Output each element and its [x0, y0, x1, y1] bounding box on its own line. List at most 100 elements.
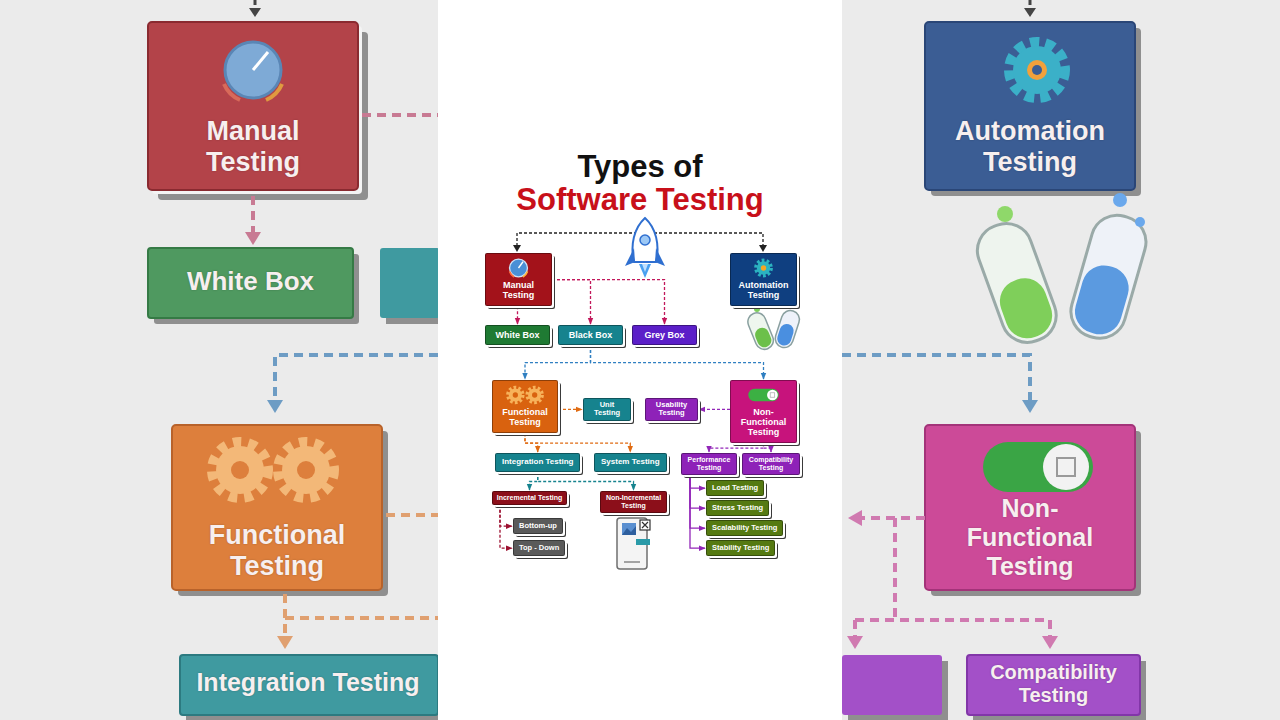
box-label: Load Testing [712, 484, 758, 492]
connector [558, 409, 582, 410]
type-box: Stability Testing [706, 540, 775, 556]
right-zoom [842, 0, 1152, 720]
center-panel [438, 0, 842, 720]
left-zoom-part [380, 248, 440, 318]
device-icon [617, 518, 650, 569]
type-box: Stress Testing [706, 500, 769, 516]
side-panels-part [842, 0, 1280, 720]
right-zoom-part [1024, 8, 1036, 17]
gears-icon-part [509, 388, 522, 401]
right-zoom-part [1135, 217, 1145, 227]
device-icon-part [622, 526, 636, 535]
right-zoom-part-part [970, 216, 1063, 349]
box-label: Grey Box [640, 330, 689, 340]
box-label: Compatibility Testing [746, 456, 796, 472]
type-box: White Box [485, 325, 550, 345]
left-zoom-part [224, 84, 240, 100]
left-zoom-part [245, 232, 261, 245]
right-zoom-part [970, 216, 1063, 349]
left-zoom-part [148, 248, 353, 318]
connector [538, 472, 634, 490]
right-zoom-part [1113, 193, 1127, 207]
left-zoom-part [279, 443, 333, 497]
type-box: Performance Testing [681, 453, 737, 475]
right-zoom-part [1057, 458, 1075, 476]
gears-icon-part [532, 392, 537, 397]
toggle-icon-part [767, 390, 778, 401]
box-label: Top - Down [519, 544, 559, 552]
zoomed-label: White Box [148, 267, 353, 297]
connector [709, 443, 764, 452]
type-box: Unit Testing [583, 398, 631, 421]
device-icon-part [640, 520, 650, 530]
left-zoom-part [213, 443, 267, 497]
type-box: Top - Down [513, 540, 565, 556]
test-tube-icon-part [745, 310, 776, 352]
gauge-icon-part [523, 272, 527, 277]
toggle-icon-part [770, 393, 774, 397]
box-label: Non-Incremental Testing [604, 494, 663, 510]
right-zoom-part [842, 355, 1030, 402]
test-tube-icon-part-part [745, 310, 776, 352]
connector [525, 433, 630, 452]
type-box: Compatibility Testing [742, 453, 800, 475]
box-label: Performance Testing [685, 456, 733, 472]
box-label: Non-Functional Testing [734, 407, 793, 437]
category-box: Non-Functional Testing [730, 380, 797, 443]
gears-icon-part [528, 388, 541, 401]
test-tube-icon [745, 303, 802, 353]
gear-icon-part [757, 261, 770, 274]
type-box: Scalability Testing [706, 520, 783, 536]
gauge-icon-part [510, 259, 528, 277]
box-label: White Box [493, 330, 542, 340]
type-box: Non-Incremental Testing [600, 491, 667, 513]
device-icon-part [622, 523, 636, 535]
right-zoom-part [1013, 46, 1061, 94]
gears-icon-part [513, 392, 518, 397]
gauge-icon-part [510, 272, 514, 277]
left-zoom-part [282, 446, 330, 494]
box-label: Stress Testing [712, 504, 763, 512]
connector [552, 280, 591, 324]
box-label: System Testing [601, 458, 660, 467]
rocket-icon-part [640, 235, 650, 245]
zoomed-label: Automation Testing [925, 116, 1135, 178]
test-tube-icon-part-part [775, 322, 795, 347]
right-zoom-part-part [1065, 209, 1152, 344]
left-zoom-part [231, 461, 249, 479]
connector [764, 443, 772, 452]
right-zoom-part [1042, 636, 1058, 649]
box-label: Scalability Testing [712, 524, 777, 532]
gear-icon-part [756, 260, 771, 275]
gauge-icon-part [519, 262, 523, 268]
zoomed-label: Integration Testing [180, 668, 436, 697]
left-zoom-part [277, 636, 293, 649]
right-zoom-part [1043, 444, 1089, 490]
test-tube-icon-part [773, 308, 802, 350]
right-zoom-part [925, 22, 1135, 190]
device-icon-part [642, 522, 648, 528]
box-label: Integration Testing [502, 458, 573, 467]
rocket-icon-part [625, 248, 635, 266]
gears-icon [496, 383, 554, 407]
top-connector-part [759, 245, 767, 252]
rocket-icon-part [632, 218, 657, 262]
box-label: Manual Testing [489, 280, 548, 300]
right-zoom-part [1065, 209, 1152, 344]
left-zoom-part [266, 84, 282, 100]
left-zoom [148, 0, 446, 720]
rocket-icon-part [655, 248, 665, 266]
left-zoom-part [180, 655, 438, 715]
left-zoom-part [267, 400, 283, 413]
box-label: Incremental Testing [496, 494, 563, 502]
left-zoom-part [148, 22, 358, 190]
type-box: Bottom-up [513, 518, 563, 534]
gauge-icon [489, 256, 548, 280]
device-icon-part [636, 539, 650, 545]
right-zoom-part [967, 655, 1140, 715]
box-label: Usability Testing [649, 401, 694, 418]
category-box: Automation Testing [730, 253, 797, 306]
connector [517, 306, 518, 324]
gear-icon-part [761, 265, 766, 270]
device-icon-part [624, 561, 640, 563]
